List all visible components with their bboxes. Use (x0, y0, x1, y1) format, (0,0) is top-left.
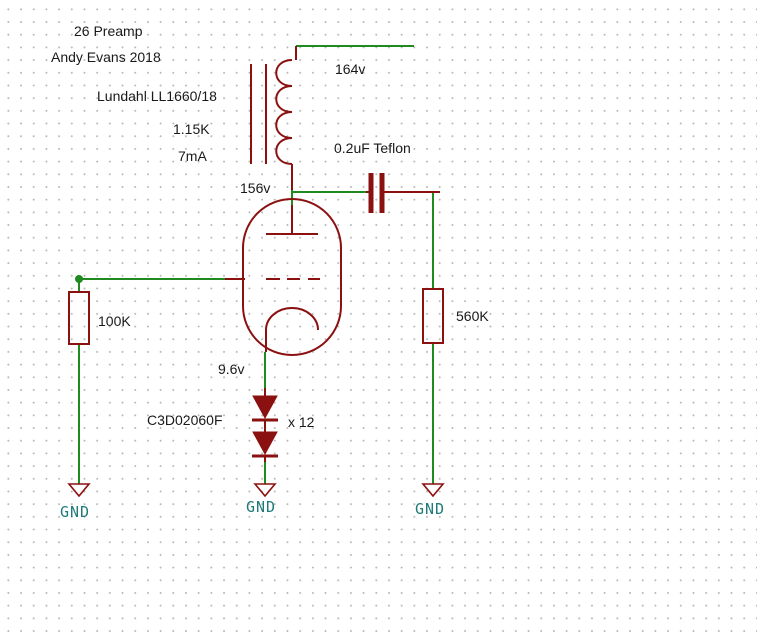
transformer-resistance-label: 1.15K (173, 121, 210, 137)
cathode-voltage-label: 9.6v (218, 361, 244, 377)
grid-resistor-label: 100K (98, 313, 131, 329)
diode-stack-symbol (252, 388, 278, 462)
grid-resistor-100k (68, 291, 90, 345)
output-resistor-560k (422, 288, 444, 344)
transformer-symbol (250, 46, 297, 190)
ground-center: GND (246, 483, 277, 516)
tube-cathode (265, 307, 319, 335)
diode-upper-body (252, 395, 278, 420)
transformer-current-label: 7mA (178, 148, 207, 164)
ground-left-label: GND (60, 503, 90, 521)
capacitor-symbol (366, 173, 440, 213)
capacitor-label: 0.2uF Teflon (334, 140, 411, 156)
ground-center-icon (253, 483, 277, 498)
schematic-title: 26 Preamp (74, 23, 143, 39)
ground-center-label: GND (246, 498, 276, 516)
ground-right-label: GND (415, 500, 445, 518)
supply-voltage-label: 164v (335, 61, 365, 77)
triode-tube-symbol (225, 198, 342, 356)
diode-count-label: x 12 (288, 414, 315, 430)
wires (78, 45, 434, 484)
ground-left-icon (67, 483, 91, 498)
output-resistor-label: 560K (456, 308, 489, 324)
ground-right-icon (421, 483, 445, 498)
diode-part-label: C3D02060F (147, 412, 223, 428)
tube-envelope (242, 198, 342, 356)
plate-voltage-label: 156v (240, 180, 270, 196)
transformer-winding (275, 59, 293, 165)
transformer-name-label: Lundahl LL1660/18 (97, 88, 217, 104)
grid-junction-dot (75, 275, 83, 283)
schematic-author: Andy Evans 2018 (51, 49, 161, 65)
diode-lower-body (252, 431, 278, 456)
ground-left: GND (60, 483, 91, 521)
ground-right: GND (415, 483, 445, 518)
